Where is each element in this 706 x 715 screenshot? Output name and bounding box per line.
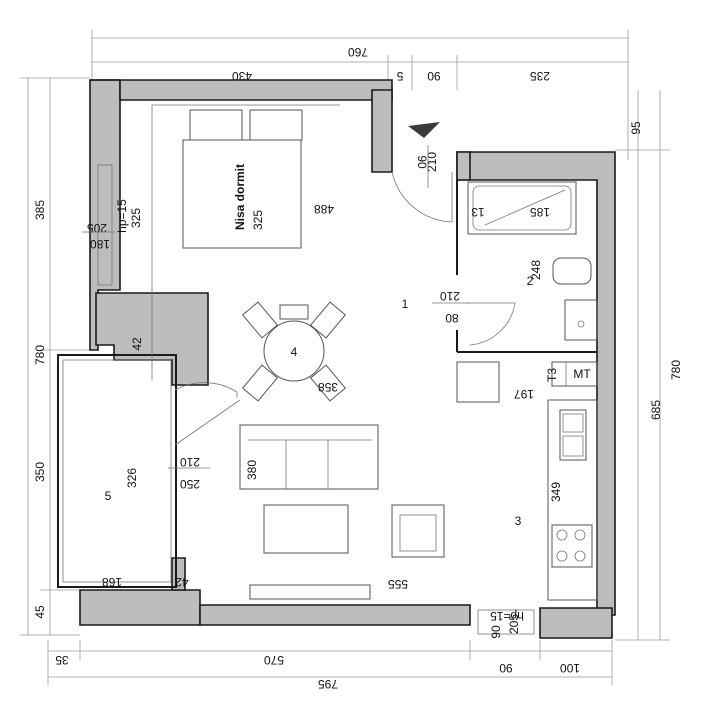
dining-table: [241, 301, 347, 402]
mt-label: MT: [573, 367, 591, 381]
coffee-table: [263, 504, 349, 554]
svg-text:100: 100: [560, 661, 580, 675]
svg-text:555: 555: [388, 577, 408, 591]
svg-text:35: 35: [55, 653, 69, 667]
walls: [79, 79, 616, 639]
svg-text:210: 210: [425, 152, 439, 172]
svg-text:95: 95: [629, 121, 643, 135]
svg-text:760: 760: [348, 45, 368, 59]
svg-text:180: 180: [90, 237, 110, 251]
entry-door-swing: [391, 171, 453, 223]
svg-text:349: 349: [549, 482, 563, 502]
inner-dimension-labels: 90 210 325 488 185 13 248 210 80 197 349…: [82, 145, 563, 639]
balcony-door-swing: [174, 382, 238, 398]
room-number-1: 1: [402, 297, 409, 311]
svg-text:90: 90: [499, 661, 513, 675]
svg-text:5: 5: [396, 69, 403, 83]
svg-text:795: 795: [318, 677, 338, 691]
sink: [564, 299, 598, 341]
svg-text:45: 45: [33, 605, 47, 619]
window-bottom: [477, 609, 535, 635]
svg-text:358: 358: [318, 380, 338, 394]
bathroom: [456, 180, 598, 353]
svg-text:42: 42: [130, 337, 144, 351]
svg-text:325: 325: [251, 210, 265, 230]
svg-text:380: 380: [245, 460, 259, 480]
svg-text:205: 205: [87, 221, 107, 235]
svg-text:350: 350: [33, 462, 47, 482]
balcony-outline: [57, 354, 177, 588]
svg-text:210: 210: [440, 289, 460, 303]
svg-text:385: 385: [33, 200, 47, 220]
tv-unit: [249, 584, 371, 600]
kitchen-sink: [559, 409, 587, 461]
svg-text:hp=15: hp=15: [490, 609, 524, 623]
toilet: [552, 257, 592, 285]
svg-text:42: 42: [175, 575, 189, 589]
svg-text:780: 780: [33, 345, 47, 365]
kitchen: [456, 361, 598, 601]
bathtub: [467, 181, 577, 235]
outer-dimension-labels: 760 430 5 90 235 795 35 570 90 100 780 3…: [33, 45, 683, 691]
svg-text:80: 80: [445, 311, 459, 325]
svg-text:685: 685: [649, 400, 663, 420]
svg-text:250: 250: [180, 477, 200, 491]
room-number-4: 4: [291, 345, 298, 359]
svg-text:235: 235: [530, 69, 550, 83]
svg-text:248: 248: [529, 260, 543, 280]
svg-text:197: 197: [514, 387, 534, 401]
cooktop: [551, 524, 593, 568]
svg-text:210: 210: [180, 455, 200, 469]
room-number-5: 5: [105, 489, 112, 503]
t3-label: T3: [545, 368, 559, 382]
svg-text:90: 90: [427, 69, 441, 83]
svg-text:90: 90: [415, 155, 429, 169]
svg-text:168: 168: [102, 575, 122, 589]
svg-text:90: 90: [489, 625, 503, 639]
room-number-3: 3: [515, 514, 522, 528]
svg-text:hp=15: hp=15: [115, 199, 129, 233]
svg-text:488: 488: [314, 202, 334, 216]
armchair: [391, 504, 445, 558]
svg-text:430: 430: [232, 69, 252, 83]
svg-text:13: 13: [471, 205, 485, 219]
sofa: [239, 424, 379, 490]
svg-text:185: 185: [530, 205, 550, 219]
room-number-2: 2: [527, 274, 534, 288]
window-left: [97, 164, 113, 286]
appliance-box: [551, 361, 598, 387]
dimension-lines: [20, 30, 670, 685]
niche-label: Nisa dormit: [233, 164, 247, 230]
svg-text:205: 205: [507, 614, 521, 634]
svg-text:780: 780: [669, 360, 683, 380]
entrance-arrow-icon: [408, 122, 440, 138]
bed: [151, 104, 340, 380]
svg-text:570: 570: [264, 653, 284, 667]
svg-text:326: 326: [125, 468, 139, 488]
svg-text:325: 325: [129, 208, 143, 228]
